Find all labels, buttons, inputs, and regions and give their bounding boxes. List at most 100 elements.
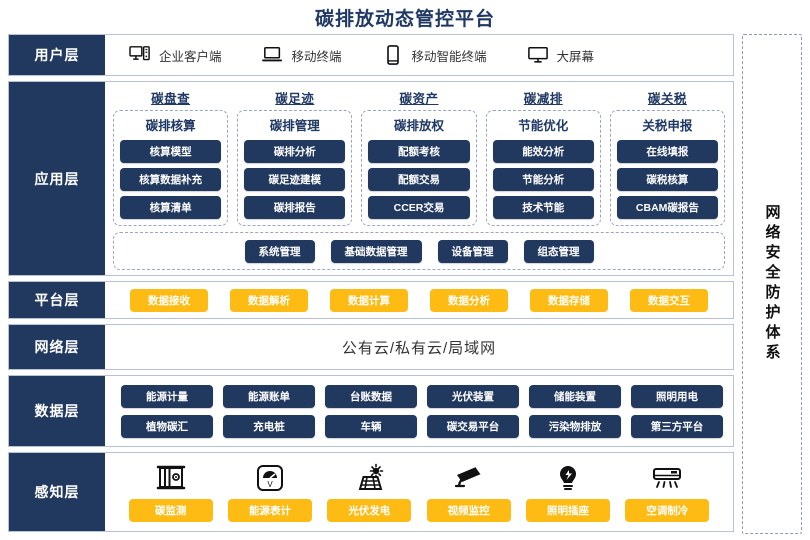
app-column-title: 碳关税 (647, 92, 687, 106)
app-column-title: 碳资产 (399, 92, 439, 106)
common-module-item[interactable]: 设备管理 (437, 239, 508, 263)
user-item-mobile-terminal[interactable]: 移动终端 (261, 45, 342, 65)
app-card-carbon-accounting: 碳排核算 核算模型 核算数据补充 核算清单 (113, 110, 229, 226)
data-source-row: 能源计量 能源账单 台账数据 光伏装置 储能装置 照明用电 (121, 384, 723, 408)
common-module-item[interactable]: 基础数据管理 (330, 239, 422, 263)
platform-item[interactable]: 数据计算 (330, 288, 408, 312)
platform-item[interactable]: 数据存储 (530, 288, 608, 312)
sensing-item-label: 碳监测 (128, 498, 213, 522)
layer-application: 应用层 碳盘查 碳排核算 核算模型 核算数据补充 核算清单 (8, 81, 734, 276)
diagram-body: 用户层 (8, 34, 802, 534)
user-item-large-screen[interactable]: 大屏幕 (527, 45, 595, 65)
sensing-item-video-surveillance[interactable]: 视频监控 (426, 463, 511, 522)
app-card-carbon-management: 碳排管理 碳排分析 碳足迹建模 碳排报告 (237, 110, 353, 226)
app-module-item[interactable]: 碳足迹建模 (244, 168, 346, 191)
data-source-item[interactable]: 车辆 (325, 414, 417, 438)
data-source-item[interactable]: 碳交易平台 (427, 414, 519, 438)
app-module-item[interactable]: 节能分析 (492, 168, 594, 191)
data-source-item[interactable]: 光伏装置 (427, 384, 519, 408)
app-module-item[interactable]: 在线填报 (616, 140, 719, 163)
platform-item[interactable]: 数据接收 (130, 288, 208, 312)
layer-user-label: 用户层 (9, 35, 105, 75)
common-module-item[interactable]: 系统管理 (244, 239, 315, 263)
layer-stack: 用户层 (8, 34, 734, 534)
app-column-title: 碳减排 (523, 92, 563, 106)
desktop-pc-icon (129, 45, 151, 65)
sensing-item-solar-power[interactable]: 光伏发电 (327, 463, 412, 522)
data-source-item[interactable]: 能源计量 (121, 384, 213, 408)
app-card-carbon-emission-rights: 碳排放权 配额考核 配额交易 CCER交易 (361, 110, 477, 226)
user-item-list: 企业客户端 移动终端 (105, 35, 733, 75)
layer-data-body: 能源计量 能源账单 台账数据 光伏装置 储能装置 照明用电 植物碳汇 充电桩 车… (105, 376, 739, 446)
app-card-title: 关税申报 (642, 119, 693, 133)
sensing-item-air-conditioning[interactable]: 空调制冷 (625, 463, 710, 522)
data-source-item[interactable]: 台账数据 (325, 384, 417, 408)
platform-item[interactable]: 数据解析 (230, 288, 308, 312)
application-common-modules: 系统管理 基础数据管理 设备管理 组态管理 (113, 232, 725, 270)
data-source-item[interactable]: 储能装置 (529, 384, 621, 408)
app-module-item[interactable]: 核算清单 (120, 196, 222, 219)
app-module-item[interactable]: 碳排报告 (244, 196, 346, 219)
svg-text:V: V (267, 480, 273, 489)
cctv-camera-icon (452, 463, 486, 493)
user-item-label: 移动终端 (291, 49, 342, 64)
user-item-enterprise-client[interactable]: 企业客户端 (129, 45, 222, 65)
app-module-item[interactable]: 碳税核算 (616, 168, 719, 191)
app-module-item[interactable]: CCER交易 (368, 196, 470, 219)
sensing-item-carbon-monitor[interactable]: 碳监测 (128, 463, 213, 522)
layer-sensing: 感知层 (8, 452, 734, 532)
data-source-item[interactable]: 污染物排放 (529, 414, 621, 438)
app-module-item[interactable]: 技术节能 (492, 196, 594, 219)
app-column-carbon-inventory: 碳盘查 碳排核算 核算模型 核算数据补充 核算清单 (113, 88, 229, 226)
layer-application-label: 应用层 (9, 82, 105, 275)
app-module-item[interactable]: 能效分析 (492, 140, 594, 163)
app-column-title: 碳盘查 (151, 92, 191, 106)
app-module-item[interactable]: 碳排分析 (244, 140, 346, 163)
layer-user: 用户层 (8, 34, 734, 76)
app-column-title: 碳足迹 (275, 92, 315, 106)
app-module-item[interactable]: 核算数据补充 (120, 168, 222, 191)
data-source-item[interactable]: 植物碳汇 (121, 414, 213, 438)
monitor-icon (527, 45, 549, 65)
platform-item[interactable]: 数据交互 (630, 288, 708, 312)
network-security-label: 网络安全防护体系 (763, 204, 781, 364)
network-description: 公有云/私有云/局域网 (341, 339, 497, 357)
data-source-item[interactable]: 充电桩 (223, 414, 315, 438)
user-item-label: 企业客户端 (159, 49, 222, 64)
carbon-monitor-icon (154, 463, 188, 493)
data-source-item[interactable]: 照明用电 (631, 384, 723, 408)
layer-platform: 平台层 数据接收 数据解析 数据计算 数据分析 数据存储 数据交互 (8, 281, 734, 319)
app-module-item[interactable]: 核算模型 (120, 140, 222, 163)
data-source-grid: 能源计量 能源账单 台账数据 光伏装置 储能装置 照明用电 植物碳汇 充电桩 车… (105, 376, 739, 446)
user-item-label: 大屏幕 (556, 49, 595, 64)
app-column-carbon-asset: 碳资产 碳排放权 配额考核 配额交易 CCER交易 (361, 88, 477, 226)
data-source-item[interactable]: 能源账单 (223, 384, 315, 408)
app-card-title: 碳排管理 (269, 119, 320, 133)
layer-user-body: 企业客户端 移动终端 (105, 35, 733, 75)
app-module-item[interactable]: 配额考核 (368, 140, 470, 163)
layer-sensing-label: 感知层 (9, 453, 105, 531)
layer-sensing-body: 碳监测 V 能源表计 (105, 453, 733, 531)
smartphone-icon (382, 45, 404, 65)
layer-platform-label: 平台层 (9, 282, 105, 318)
data-source-item[interactable]: 第三方平台 (631, 414, 723, 438)
platform-item[interactable]: 数据分析 (430, 288, 508, 312)
app-card-title: 节能优化 (518, 119, 569, 133)
user-item-smart-mobile-terminal[interactable]: 移动智能终端 (382, 45, 487, 65)
app-module-item[interactable]: 配额交易 (368, 168, 470, 191)
sensing-item-lighting-socket[interactable]: 照明插座 (525, 463, 610, 522)
app-module-item[interactable]: CBAM碳报告 (616, 196, 719, 219)
common-module-item[interactable]: 组态管理 (523, 239, 594, 263)
layer-data-label: 数据层 (9, 376, 105, 446)
layer-platform-body: 数据接收 数据解析 数据计算 数据分析 数据存储 数据交互 (105, 282, 733, 318)
sensing-item-label: 能源表计 (227, 498, 312, 522)
laptop-icon (261, 45, 284, 65)
page-title: 碳排放动态管控平台 (314, 9, 495, 30)
app-column-carbon-tariff: 碳关税 关税申报 在线填报 碳税核算 CBAM碳报告 (609, 88, 726, 226)
layer-network-label: 网络层 (9, 325, 105, 369)
app-column-carbon-reduction: 碳减排 节能优化 能效分析 节能分析 技术节能 (485, 88, 601, 226)
sensing-item-energy-meter[interactable]: V 能源表计 (227, 463, 312, 522)
sensing-item-label: 视频监控 (426, 498, 511, 522)
user-item-label: 移动智能终端 (411, 49, 487, 64)
network-security-band: 网络安全防护体系 (742, 34, 802, 534)
